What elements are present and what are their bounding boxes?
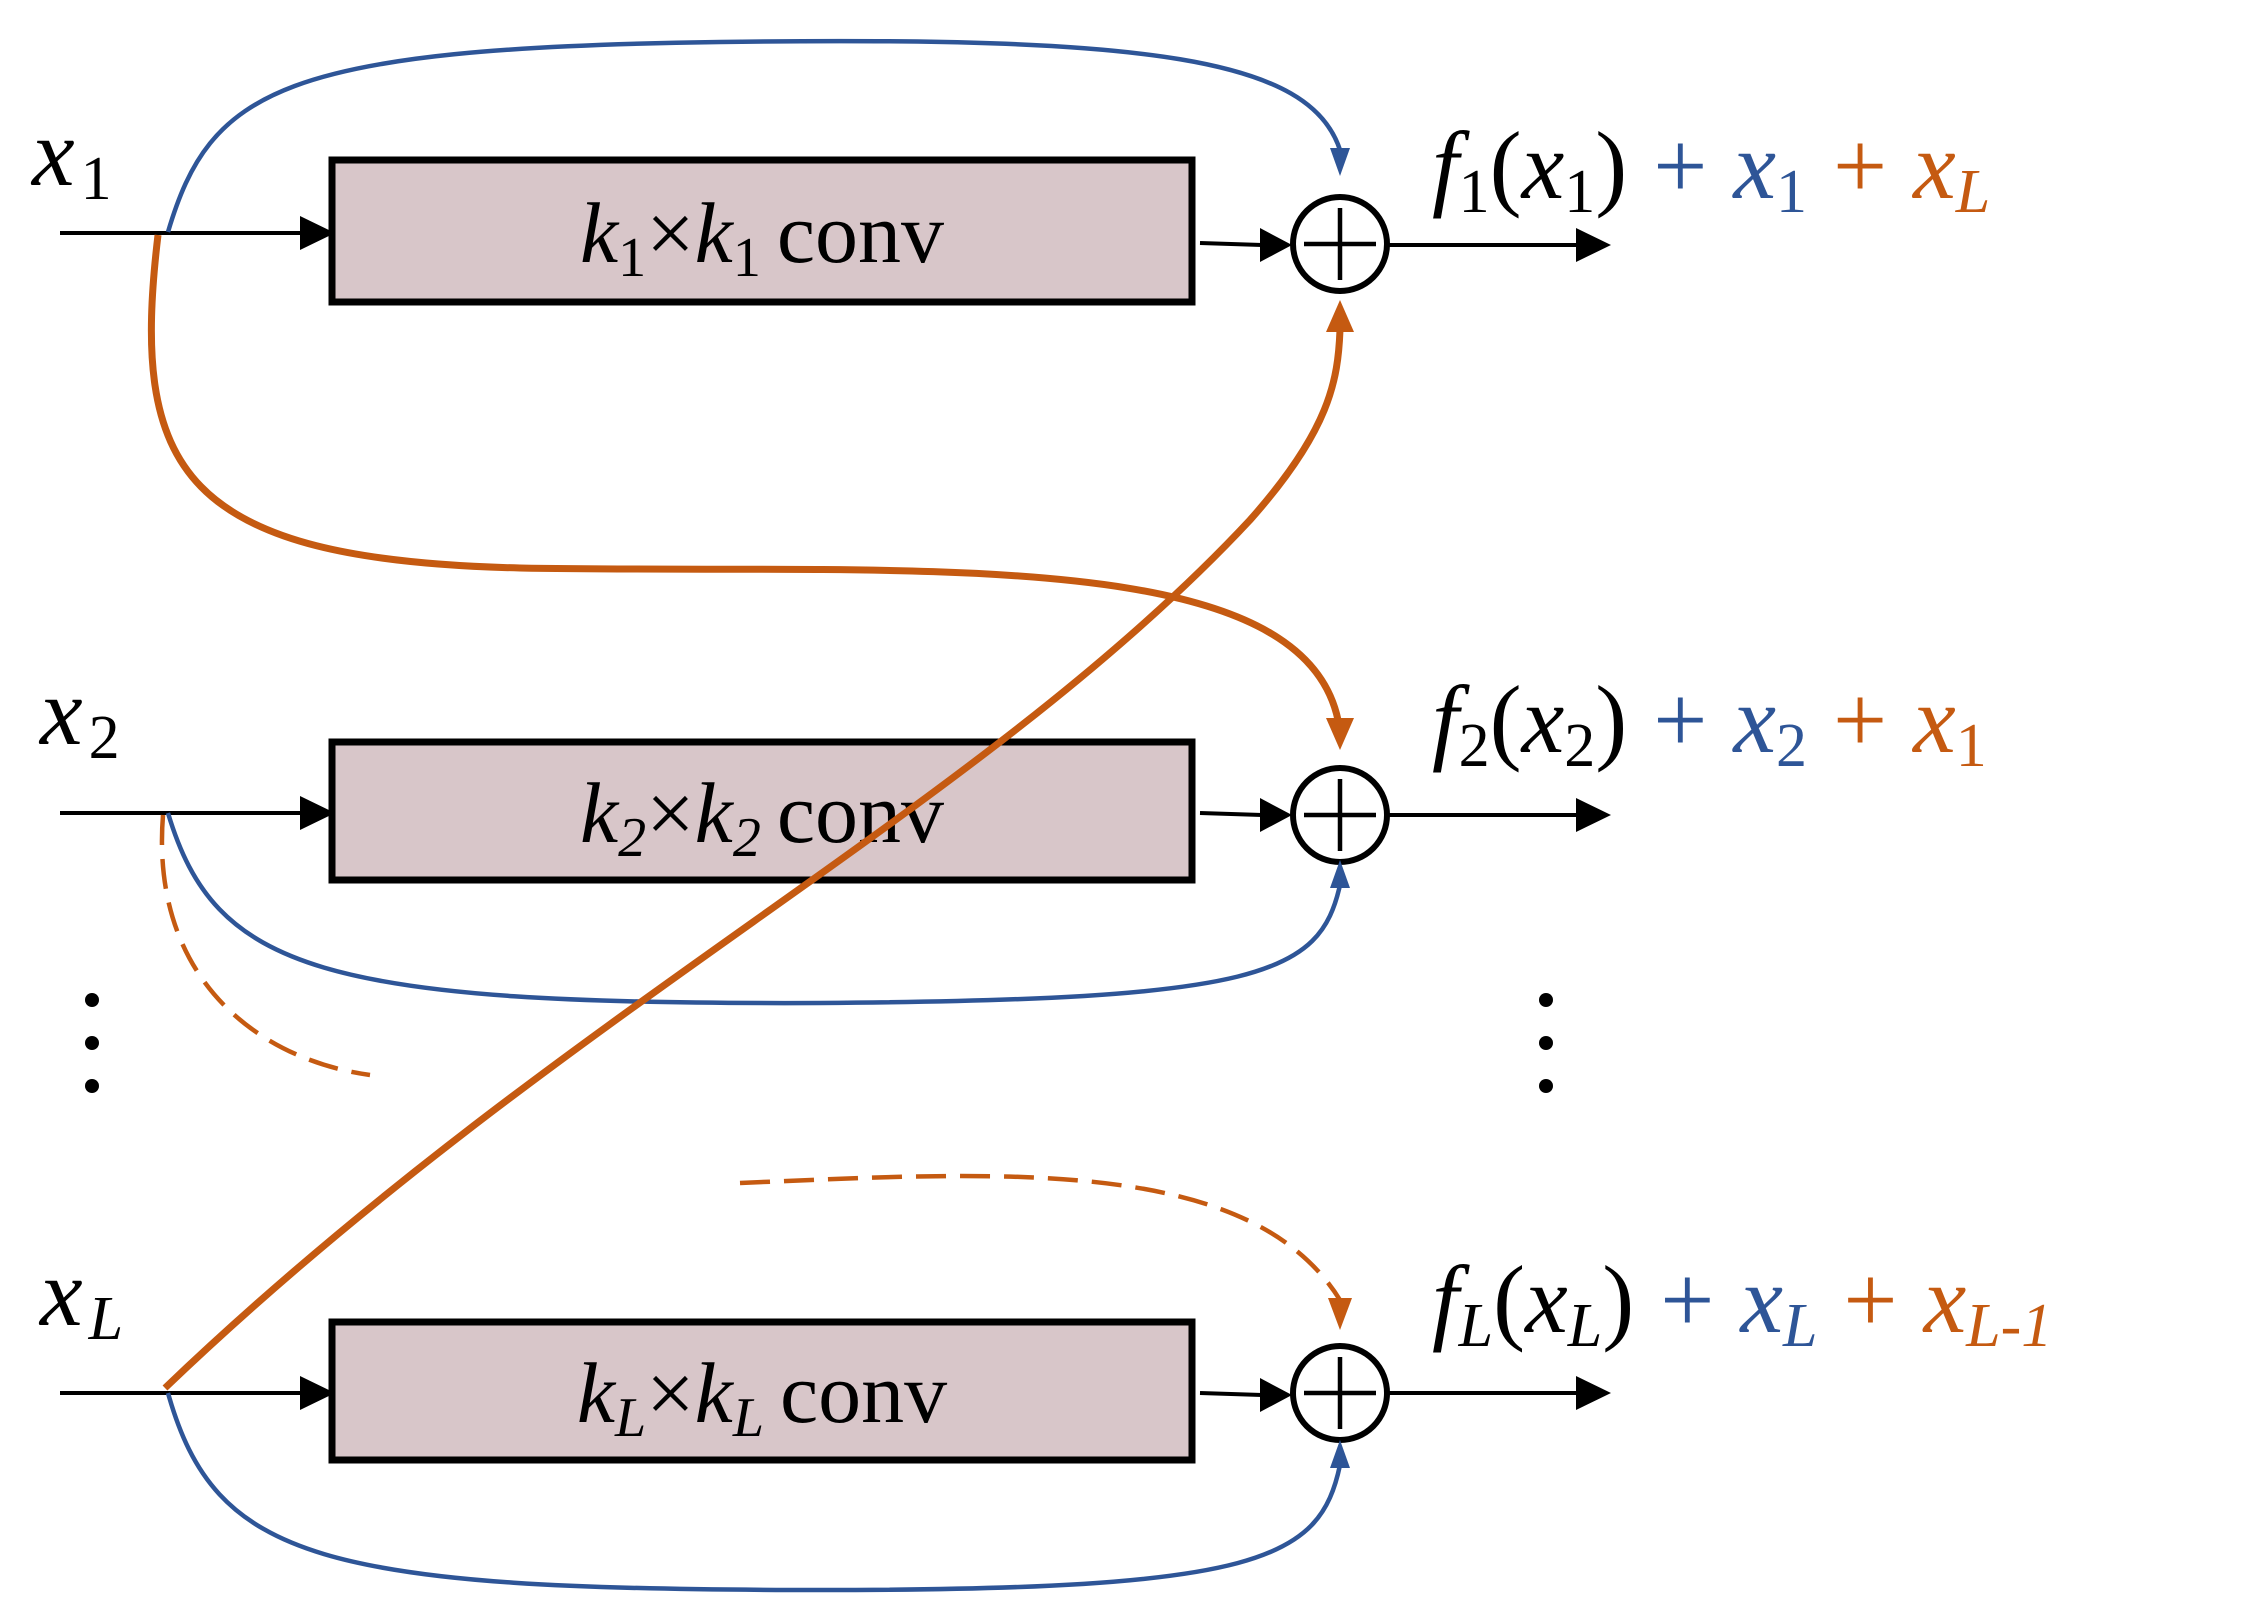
skip-link-xL-to-row-1	[162, 329, 1344, 1391]
skip-link-x1-to-row-2	[147, 234, 1342, 721]
skip-link-xL-to-row-1-arrowhead	[1326, 300, 1354, 332]
skip-link-row-2	[165, 812, 1343, 1006]
ellipsis-right-dot-1	[1539, 993, 1553, 1007]
skip-link-row-1-arrowhead	[1330, 148, 1350, 176]
block-to-sum-arrowhead-2	[1260, 798, 1292, 832]
skip-link-row-L-arrowhead	[1330, 1440, 1350, 1468]
input-arrowhead-L	[300, 1376, 335, 1410]
output-arrowhead-1	[1576, 228, 1611, 262]
ellipsis-right	[1539, 993, 1553, 1093]
output-expression-L: fL(xL)+xL+xL-1	[1432, 1246, 2052, 1360]
input-label-1: x1	[30, 99, 112, 213]
block-to-sum-arrow-1	[1199, 241, 1263, 247]
block-to-sum-arrowhead-L	[1260, 1378, 1292, 1412]
conv-block-2	[328, 738, 1196, 884]
input-label-2: x2	[38, 658, 120, 772]
ellipsis-left-dot-3	[85, 1079, 99, 1093]
conv-block-L	[328, 1318, 1196, 1464]
input-label-L: xL	[38, 1239, 123, 1353]
skip-link-xL-1-to-row-L-dashed	[739, 1173, 1342, 1302]
skip-link-x1-to-row-2-arrowhead	[1326, 718, 1354, 750]
conv-block-1	[328, 156, 1196, 306]
block-to-sum-arrowhead-1	[1260, 228, 1292, 262]
output-expression-2: f2(x2)+x2+x1	[1432, 666, 1987, 780]
skip-link-row-2-arrowhead	[1330, 860, 1350, 888]
skip-link-xL-1-to-row-L-arrowhead	[1328, 1298, 1352, 1330]
ellipsis-left	[85, 993, 99, 1093]
block-to-sum-arrow-2	[1199, 811, 1263, 817]
ellipsis-right-dot-3	[1539, 1079, 1553, 1093]
ellipsis-right-dot-2	[1539, 1036, 1553, 1050]
skip-link-x2-continuation-dashed	[159, 814, 371, 1078]
block-to-sum-arrow-L	[1199, 1391, 1263, 1397]
output-arrowhead-2	[1576, 798, 1611, 832]
input-arrowhead-2	[300, 796, 335, 830]
ellipsis-left-dot-2	[85, 1036, 99, 1050]
output-expression-1: f1(x1)+x1+xL	[1432, 112, 1990, 226]
ellipsis-left-dot-1	[85, 993, 99, 1007]
skip-link-row-L	[165, 1392, 1343, 1593]
skip-link-row-1	[165, 38, 1343, 233]
input-arrowhead-1	[300, 216, 335, 250]
output-arrowhead-L	[1576, 1376, 1611, 1410]
